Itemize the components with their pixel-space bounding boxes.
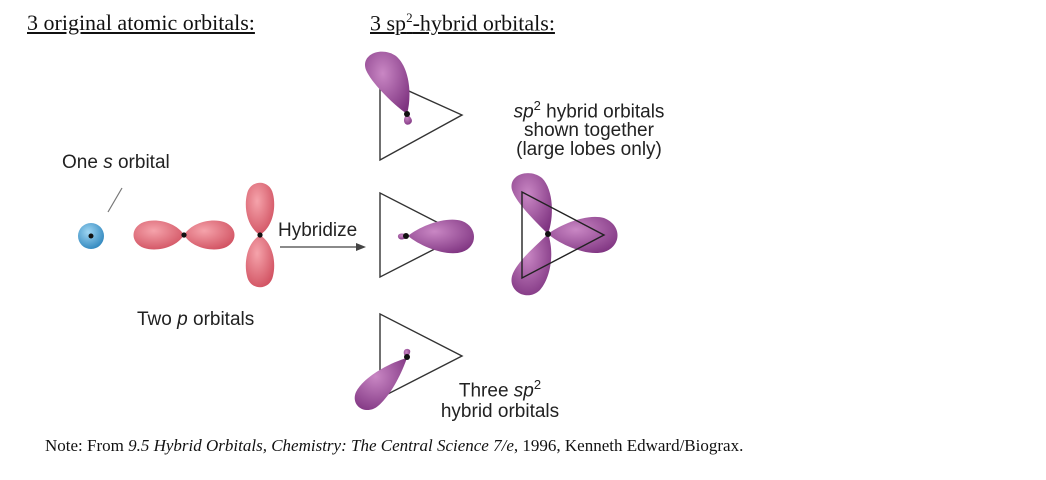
- hybrid-orbital-bottom: [354, 312, 464, 411]
- label-two-p-italic: p: [177, 309, 188, 330]
- label-one-s-prefix: One: [62, 152, 98, 173]
- label-hybrid-together: sp2 hybrid orbitals shown together (larg…: [494, 96, 684, 159]
- heading-hybrid-sup: 2: [406, 10, 413, 25]
- combined-lobe-lower: [511, 234, 552, 296]
- label-three-hybrid: Three sp2 hybrid orbitals: [425, 374, 575, 422]
- note-prefix: Note: From: [45, 436, 129, 455]
- p-orbital-y: [245, 182, 275, 288]
- source-note: Note: From 9.5 Hybrid Orbitals, Chemistr…: [45, 436, 743, 456]
- hybrid-orbital-middle: [379, 191, 474, 279]
- label-together-sup: 2: [533, 98, 541, 113]
- combined-lobe-upper: [511, 173, 552, 234]
- note-suffix: , 1996, Kenneth Edward/Biograx.: [513, 436, 744, 455]
- label-together-line2: shown together: [524, 120, 654, 142]
- label-three-prefix: Three: [458, 380, 514, 402]
- label-hybridize: Hybridize: [278, 220, 358, 241]
- hybrid-orbital-top: [364, 51, 464, 162]
- triangle-middle: [379, 191, 464, 279]
- combined-lobe-right: [548, 216, 618, 254]
- label-two-p-prefix: Two: [137, 309, 172, 330]
- label-one-s-italic: s: [103, 152, 113, 173]
- label-two-p-orbitals: Two p orbitals: [137, 310, 254, 330]
- p-orbital-y-nucleus-dot: [257, 232, 263, 238]
- label-three-sp: sp: [513, 380, 534, 402]
- heading-hybrid-prefix: 3 sp: [370, 10, 407, 36]
- label-three-line1: Three sp2: [425, 374, 575, 401]
- label-together-rest: hybrid orbitals: [540, 101, 665, 123]
- s-orbital: [78, 187, 123, 249]
- p-orbital-x-nucleus-dot: [181, 232, 187, 238]
- hybrid-orbitals-combined: [511, 173, 618, 296]
- hybridize-arrow: [280, 243, 366, 251]
- note-title: 9.5 Hybrid Orbitals, Chemistry: The Cent…: [128, 436, 514, 455]
- triangle-bottom: [379, 312, 464, 400]
- label-three-line2: hybrid orbitals: [440, 401, 560, 423]
- s-orbital-leader-line: [107, 187, 123, 213]
- s-orbital-nucleus-dot: [88, 233, 94, 239]
- combined-nucleus-dot: [545, 231, 551, 237]
- triangle-combined: [521, 190, 606, 280]
- heading-hybrid-orbitals: 3 sp2-hybrid orbitals:: [370, 10, 555, 36]
- heading-hybrid-suffix: -hybrid orbitals:: [412, 10, 555, 36]
- p-orbital-x: [133, 220, 235, 250]
- label-three-sup: 2: [533, 377, 542, 392]
- label-together-line1: sp2 hybrid orbitals: [494, 96, 684, 121]
- label-one-s-suffix: orbital: [117, 152, 170, 173]
- label-two-p-suffix: orbitals: [193, 309, 255, 330]
- heading-original-orbitals: 3 original atomic orbitals:: [27, 10, 255, 35]
- label-together-line3: (large lobes only): [516, 139, 662, 161]
- label-one-s-orbital: One s orbital: [62, 153, 170, 173]
- label-together-sp: sp: [513, 101, 534, 123]
- triangle-top: [379, 76, 464, 162]
